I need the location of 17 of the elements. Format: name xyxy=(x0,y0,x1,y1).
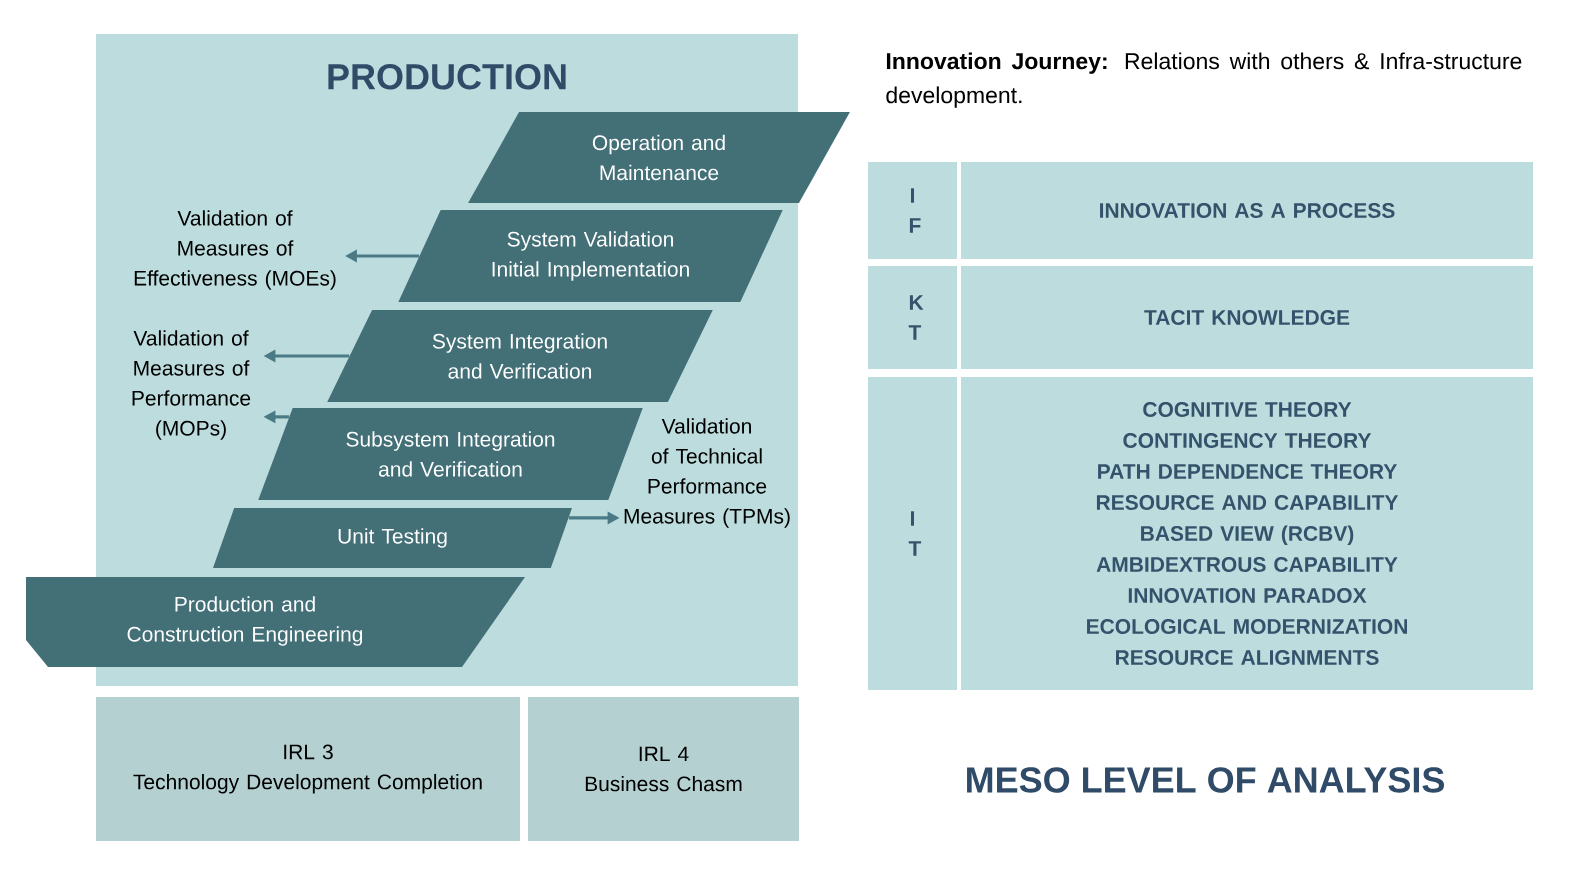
section-heading: MESO LEVEL OF ANALYSIS xyxy=(967,767,1444,793)
description-text: Innovation Journey: Relations with others & Infra-structure development. xyxy=(886,52,1522,108)
parallelogram-box: Operation and Maintenance xyxy=(468,112,850,203)
table-cell: COGNITIVE THEORY CONTINGENCY THEORY PATH DEPENDENCE THEORY RESOURCE AND CAPABILITY BASED VIEW (RCBV) AMBIDEXTROUS CAPABILITY INNOVATION PARADOX ECOLOGICAL MODERNIZATION RESOURCE ALIGNMENTS xyxy=(961,377,1533,690)
level-box: IRL 3 Technology Development Completion xyxy=(96,697,520,841)
parallelogram-box: System Integration and Verification xyxy=(327,310,713,402)
parallelogram-box: Production and Construction Engineering xyxy=(26,577,525,667)
annotation-text: Validation of Measures of Performance (MOPs) xyxy=(132,330,251,440)
table-cell: I T xyxy=(868,377,957,690)
table-cell: I F xyxy=(868,162,957,259)
table-cell: INNOVATION AS A PROCESS xyxy=(961,162,1533,259)
annotation-text: Validation of Measures of Effectiveness (MOEs) xyxy=(134,210,336,290)
parallelogram-box: Unit Testing xyxy=(213,508,572,568)
table-cell: K T xyxy=(868,266,957,369)
parallelogram-box: System Validation Initial Implementation xyxy=(398,210,783,302)
table-cell: TACIT KNOWLEDGE xyxy=(961,266,1533,369)
level-box: IRL 4 Business Chasm xyxy=(528,697,799,841)
